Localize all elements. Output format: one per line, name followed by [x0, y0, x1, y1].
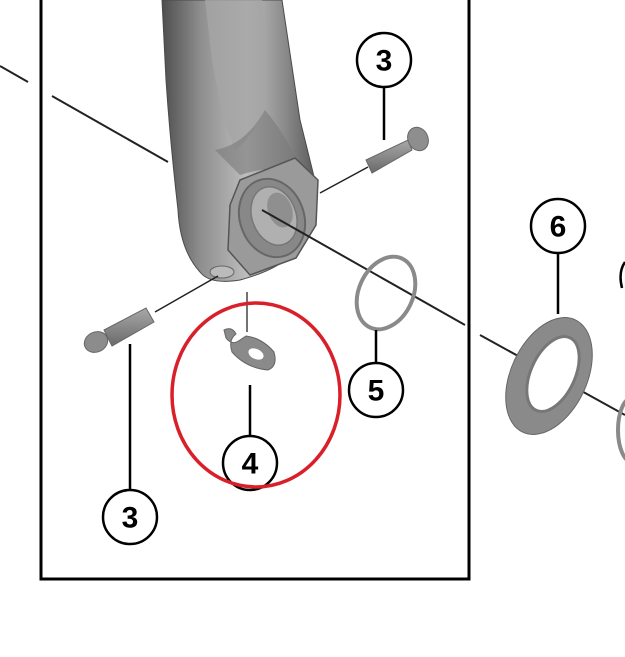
partial-callout [619, 261, 625, 289]
callout-5: 5 [347, 361, 405, 419]
callout-6: 6 [529, 197, 587, 255]
svg-text:3: 3 [122, 502, 139, 535]
bolt-bottom [83, 275, 219, 353]
partial-ring [616, 399, 625, 461]
safety-plate [223, 292, 276, 371]
callout-4: 4 [221, 434, 279, 492]
diagram-frame [39, 0, 471, 581]
callout-3-top: 3 [355, 31, 413, 89]
axis-line [0, 65, 29, 83]
svg-text:5: 5 [368, 375, 385, 408]
svg-text:6: 6 [550, 211, 567, 244]
highlight-circle [170, 301, 342, 489]
crank-arm [161, 0, 319, 282]
o-ring [354, 254, 418, 332]
axis-line [261, 209, 466, 326]
adapter-washer [505, 317, 593, 435]
axis-line [51, 95, 169, 163]
svg-text:4: 4 [242, 448, 259, 481]
svg-text:3: 3 [376, 45, 393, 78]
bolt-top [319, 126, 429, 194]
callout-3-bottom: 3 [101, 488, 159, 546]
